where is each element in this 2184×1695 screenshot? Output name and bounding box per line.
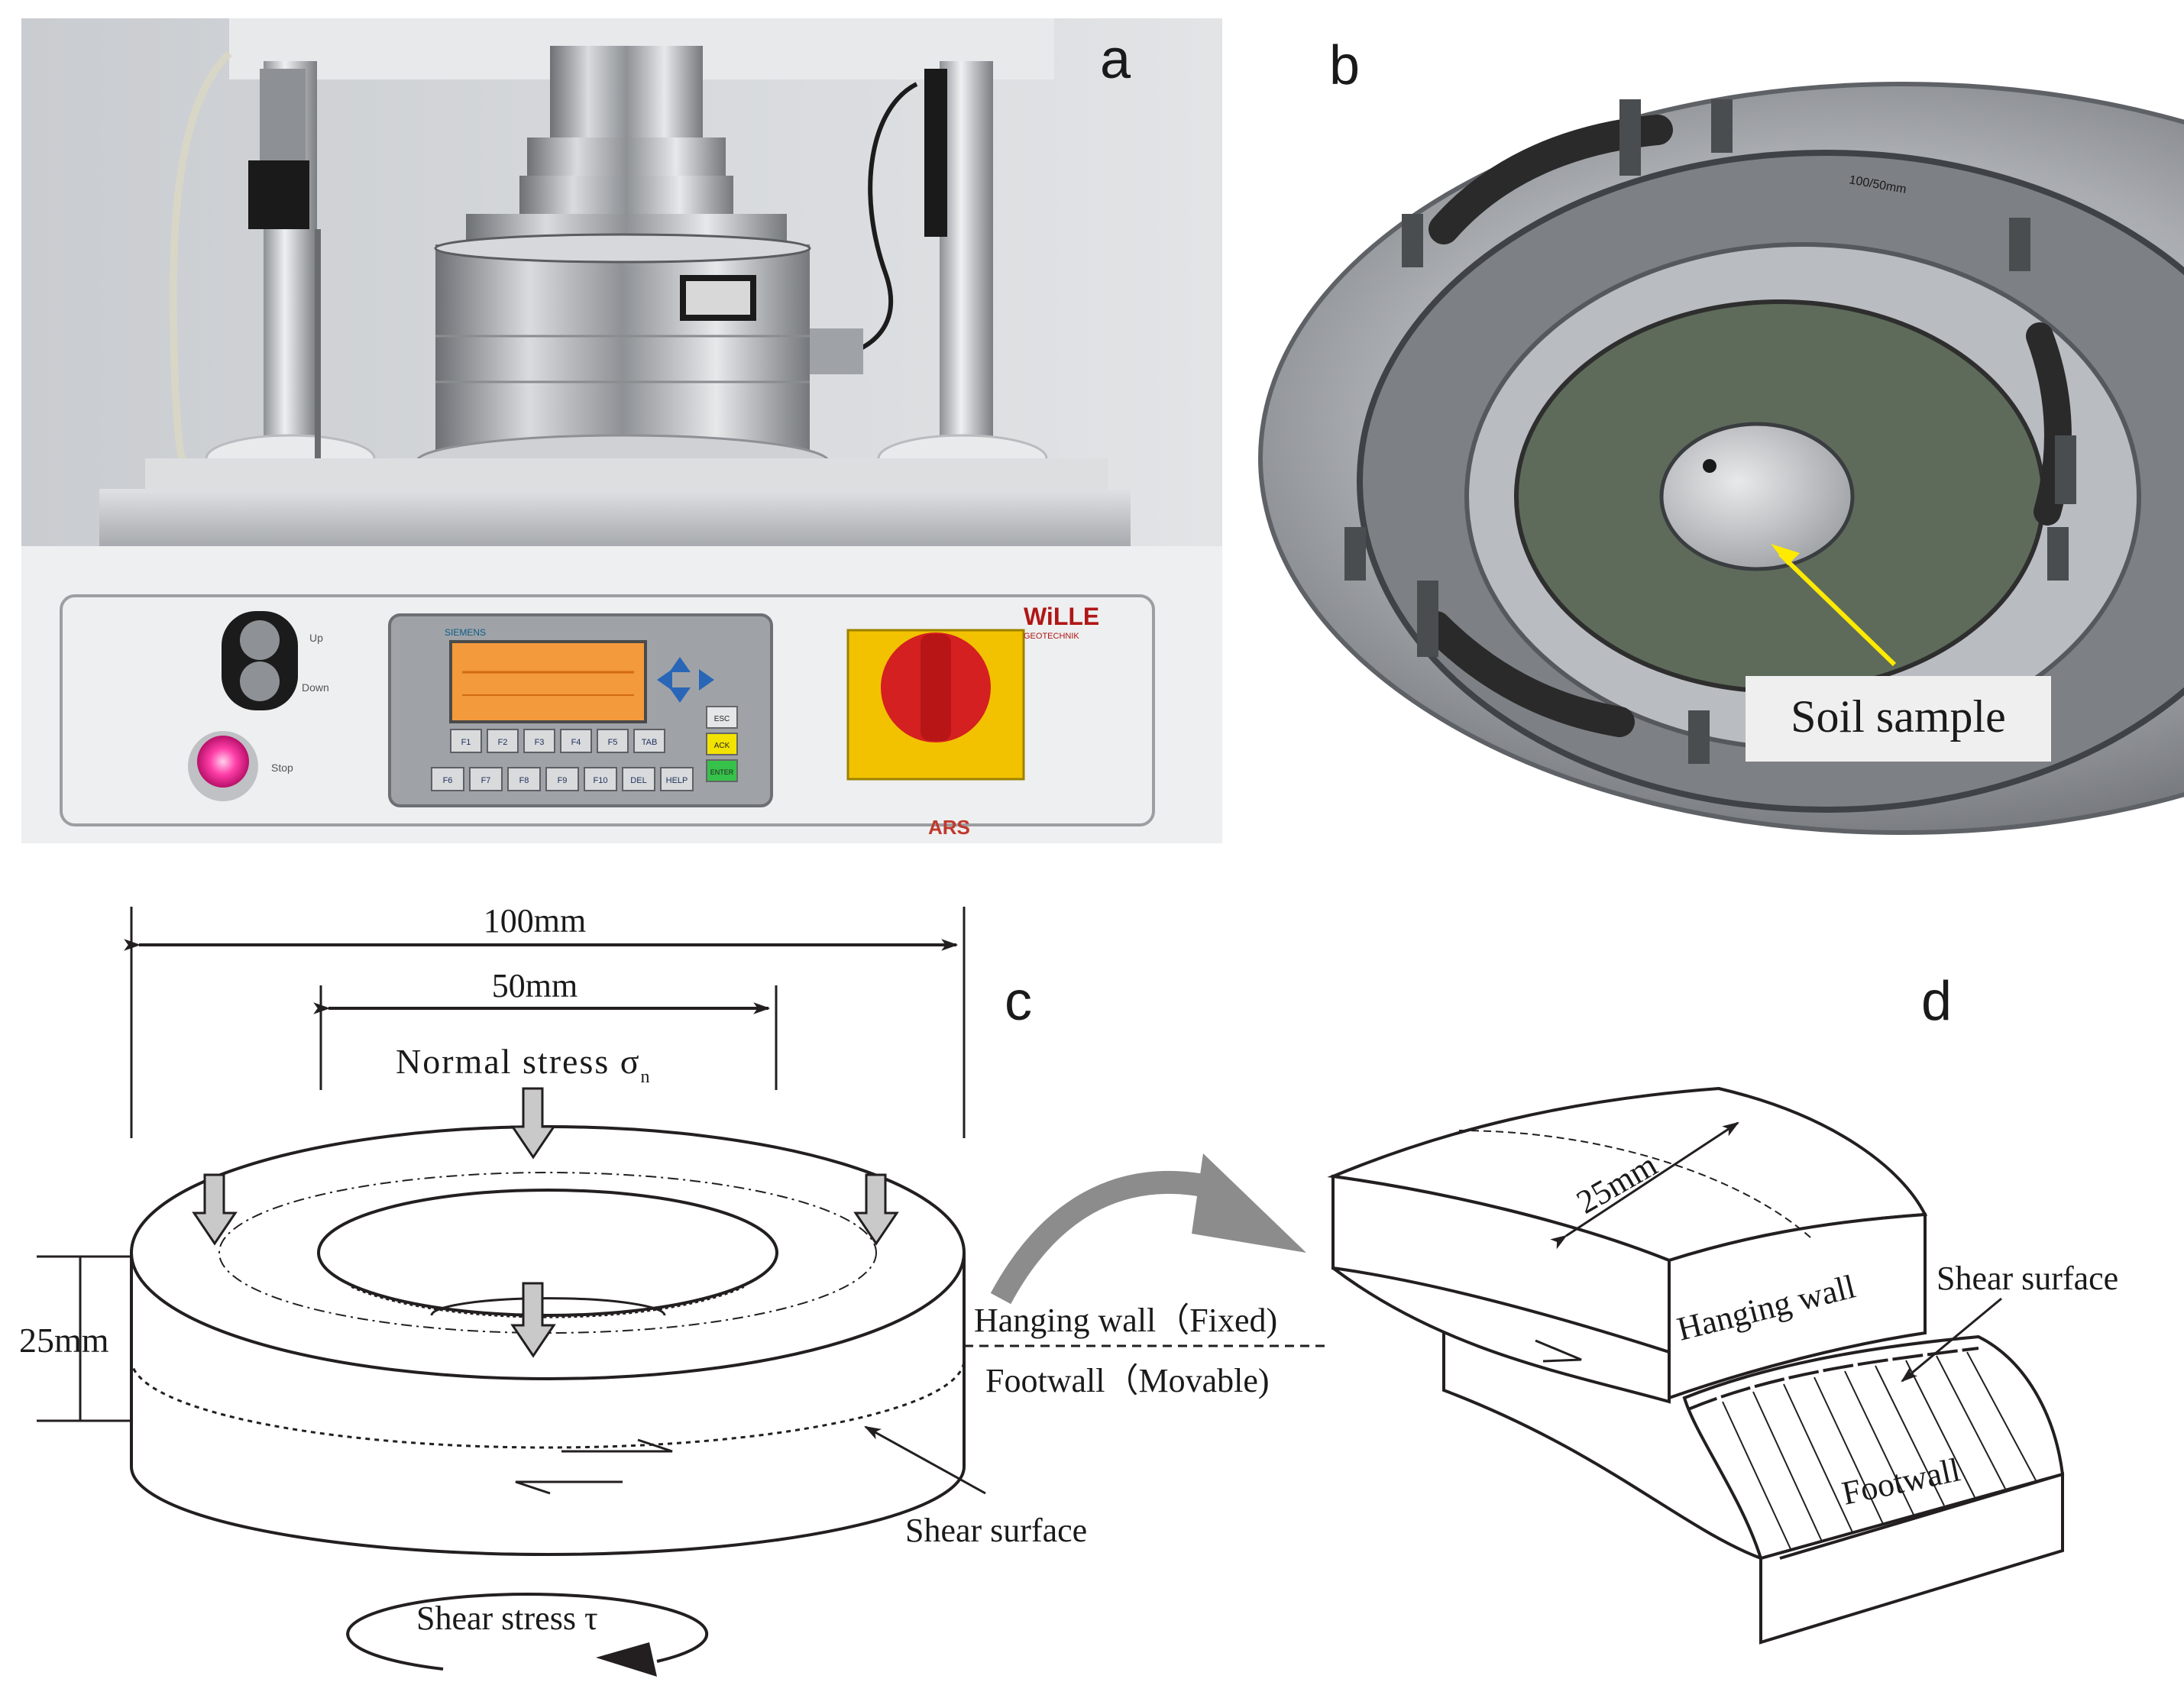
panel-key xyxy=(622,767,655,791)
hanging-wall-label: Hanging wall（Fixed) xyxy=(974,1302,1277,1339)
panel-d-letter: d xyxy=(1921,971,1952,1032)
panel-key-label: F8 xyxy=(519,776,529,785)
panel-c-letter: c xyxy=(1005,971,1032,1032)
panel-key-label: F7 xyxy=(481,776,491,785)
d-shear-surface-pointer xyxy=(1901,1297,2002,1383)
shear-stress-label: Shear stress τ xyxy=(416,1600,598,1637)
model-label: ARS xyxy=(928,816,970,839)
footwall-label: Footwall（Movable) xyxy=(985,1362,1270,1399)
mid-circle-dashdot xyxy=(218,1172,877,1334)
panel-key-label: F2 xyxy=(498,738,508,747)
panel-a-letter: a xyxy=(1100,29,1131,90)
striations xyxy=(1722,1351,2037,1551)
up-label: Up xyxy=(309,632,323,644)
shear-plane-dashed xyxy=(130,1359,966,1449)
dim-outer-label: 100mm xyxy=(484,902,586,940)
ack-key: ACK xyxy=(714,742,730,750)
dim-inner-label: 50mm xyxy=(492,967,578,1004)
shear-surface-pointer xyxy=(864,1425,986,1495)
panel-key-label: F10 xyxy=(594,776,608,785)
brand-sub-label: GEOTECHNIK xyxy=(1024,632,1079,641)
enter-key: ENTER xyxy=(710,768,734,776)
panel-key xyxy=(431,767,464,791)
transition-arrow xyxy=(990,1171,1218,1305)
panel-key xyxy=(523,729,555,753)
panel-key xyxy=(633,729,665,753)
dim-line-25mm xyxy=(1550,1121,1739,1250)
panel-key xyxy=(469,767,503,791)
siemens-label: SIEMENS xyxy=(445,627,486,638)
sample-label: Soil sample xyxy=(1791,691,2006,742)
panel-key-label: HELP xyxy=(666,776,688,785)
sample-pointer-arrow xyxy=(1778,552,1897,667)
panel-key-label: F5 xyxy=(608,738,618,747)
right-column xyxy=(940,61,993,458)
stop-label: Stop xyxy=(271,762,293,774)
panel-key-label: TAB xyxy=(642,738,658,747)
d-shear-surface-label: Shear surface xyxy=(1936,1260,2118,1297)
panel-key-label: F3 xyxy=(535,738,545,747)
keys-row-1: F1 F2 F3 F4 F5 TAB xyxy=(450,729,665,753)
normal-stress-label: Normal stress σn xyxy=(396,1042,652,1087)
panel-key xyxy=(584,767,617,791)
panel-key xyxy=(597,729,629,753)
panel-key xyxy=(507,767,541,791)
center-disc xyxy=(1659,422,1855,571)
control-panel-outline xyxy=(60,594,1155,826)
panel-key xyxy=(545,767,579,791)
esc-key: ESC xyxy=(714,715,730,723)
panel-key-label: F1 xyxy=(461,738,471,747)
panel-key xyxy=(560,729,592,753)
brand-label: WiLLE xyxy=(1024,603,1099,630)
panel-d-diagram: d Footwall 25mm Hanging wall Shear s xyxy=(1327,971,2118,1645)
hanging-wall-side xyxy=(1668,1212,1927,1400)
lcd-display xyxy=(449,640,647,723)
normal-stress-arrows xyxy=(192,1087,899,1358)
sample-label-box xyxy=(1746,676,2051,762)
panel-key xyxy=(660,767,694,791)
panel-c-diagram: c 100mm 50mm Normal stress σn 25mm xyxy=(19,902,1329,1677)
down-label: Down xyxy=(302,681,329,694)
machine-table xyxy=(99,489,1131,546)
panel-b-letter: b xyxy=(1329,35,1360,96)
panel-key-label: DEL xyxy=(630,776,646,785)
shear-stress-loop xyxy=(346,1593,709,1671)
stop-button xyxy=(197,736,249,788)
ring-hole xyxy=(317,1189,778,1317)
panel-key xyxy=(487,729,519,753)
panel-key-label: F9 xyxy=(558,776,568,785)
panel-key-label: F4 xyxy=(571,738,581,747)
dim-height-label: 25mm xyxy=(19,1321,109,1360)
panel-key-label: F6 xyxy=(443,776,453,785)
panel-key xyxy=(450,729,482,753)
shear-surface-label: Shear surface xyxy=(905,1512,1087,1549)
keys-row-2: F6 F7 F8 F9 F10 DEL HELP xyxy=(431,767,694,791)
